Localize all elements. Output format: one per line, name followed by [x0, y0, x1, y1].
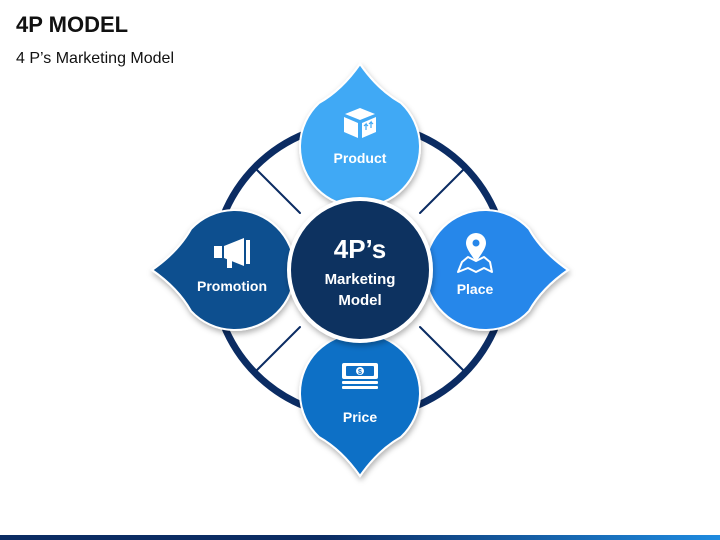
connector-line-top-left: [256, 169, 301, 214]
connector-line-top-right: [419, 169, 464, 214]
map-pin-icon: [457, 233, 493, 273]
connector-lines: [256, 169, 464, 371]
center-circle: [287, 197, 433, 343]
leaf-promotion-label: Promotion: [197, 278, 267, 294]
leaf-promotion-shape: [150, 209, 296, 331]
megaphone-icon: [214, 238, 250, 268]
bottom-accent-bar: [0, 535, 720, 540]
leaf-place[interactable]: [424, 209, 570, 331]
leaf-promotion[interactable]: [150, 209, 296, 331]
slide-subtitle: 4 P’s Marketing Model: [16, 50, 174, 67]
box-icon: [344, 108, 376, 138]
money-stack-icon: $: [342, 363, 378, 389]
leaf-product-shape: [299, 62, 421, 208]
leaf-place-label: Place: [457, 281, 494, 297]
slide-title: 4P MODEL: [16, 12, 129, 37]
leaf-price-label: Price: [343, 409, 377, 425]
svg-text:$: $: [358, 369, 362, 376]
leaf-place-shape: [424, 209, 570, 331]
leaf-product-label: Product: [334, 150, 387, 166]
center-line-model: Model: [338, 292, 381, 309]
leaf-price-shape: [299, 332, 421, 478]
connector-line-bottom-right: [419, 326, 464, 371]
connector-line-bottom-left: [256, 326, 301, 371]
leaf-product[interactable]: [299, 62, 421, 208]
leaf-price[interactable]: [299, 332, 421, 478]
center-title: 4P’s: [334, 234, 387, 264]
center-line-marketing: Marketing: [325, 271, 396, 288]
